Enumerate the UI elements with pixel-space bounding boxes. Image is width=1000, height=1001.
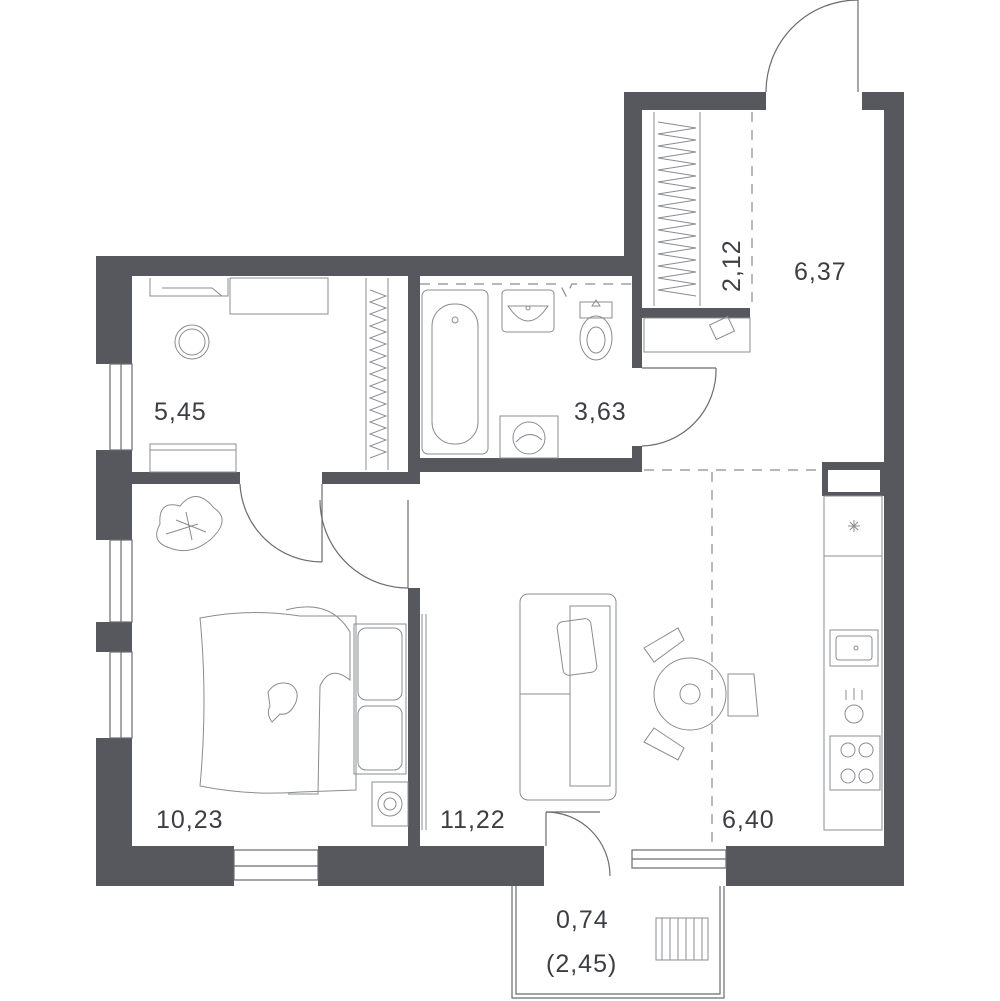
living-furniture — [421, 593, 759, 830]
room-area-labels: 5,45 3,63 2,12 6,37 10,23 11,22 6,40 0,7… — [154, 239, 847, 978]
living-area-label: 11,22 — [440, 806, 506, 834]
bathroom-area-label: 3,63 — [574, 398, 627, 426]
bedroom-area-label: 10,23 — [156, 806, 224, 834]
closet-area-label: 2,12 — [718, 239, 746, 292]
kitchen-area-label: 6,40 — [722, 806, 775, 834]
balcony-full-area-label: (2,45) — [546, 950, 617, 978]
windows — [109, 363, 727, 881]
bathroom-fixtures — [420, 283, 632, 459]
storage-area-label: 5,45 — [154, 398, 207, 426]
balcony — [511, 886, 725, 999]
hallway-area-label: 6,37 — [794, 258, 847, 286]
balcony-area-label: 0,74 — [556, 906, 609, 934]
closet-shelving — [643, 112, 751, 353]
kitchen-units — [823, 495, 883, 831]
zone-dividers — [644, 112, 822, 846]
storage-furniture — [149, 277, 389, 473]
walls — [96, 92, 904, 886]
bedroom-furniture — [156, 496, 409, 827]
doors — [239, 0, 859, 877]
